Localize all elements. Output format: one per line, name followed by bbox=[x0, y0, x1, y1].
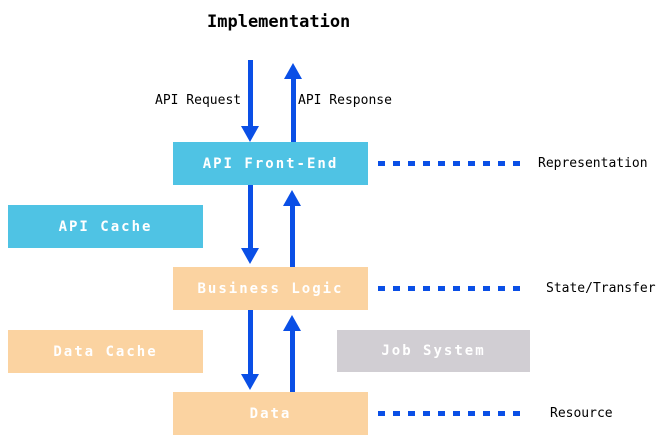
arrow-head bbox=[284, 63, 302, 79]
arrow-head bbox=[241, 374, 259, 390]
frontend-to-logic-down-arrow-icon bbox=[241, 185, 259, 264]
arrow-head bbox=[241, 126, 259, 142]
api-front-end-box: API Front-End bbox=[173, 142, 368, 185]
api-response-up-arrow-icon bbox=[284, 63, 302, 142]
diagram-title: Implementation bbox=[207, 12, 351, 32]
data-box: Data bbox=[173, 392, 368, 435]
layer-label-state-transfer: State/Transfer bbox=[546, 281, 656, 296]
api-request-label: API Request bbox=[155, 93, 242, 108]
arrow-shaft bbox=[247, 310, 253, 374]
job-system-box: Job System bbox=[337, 330, 530, 372]
layer-label-representation: Representation bbox=[538, 156, 648, 171]
arrow-shaft bbox=[289, 206, 295, 267]
arrow-shaft bbox=[247, 60, 253, 126]
api-request-down-arrow-icon bbox=[241, 60, 259, 142]
dashed-line-icon bbox=[378, 161, 520, 166]
layer-label-resource: Resource bbox=[550, 406, 613, 421]
arrow-shaft bbox=[290, 79, 296, 142]
api-cache-box: API Cache bbox=[8, 205, 203, 248]
business-logic-box: Business Logic bbox=[173, 267, 368, 310]
data-to-logic-up-arrow-icon bbox=[283, 315, 301, 392]
arrow-head bbox=[283, 315, 301, 331]
arrow-head bbox=[283, 190, 301, 206]
dashed-line-icon bbox=[378, 411, 520, 416]
dashed-line-icon bbox=[378, 286, 520, 291]
arrow-shaft bbox=[289, 331, 295, 392]
api-response-label: API Response bbox=[298, 93, 392, 108]
arrow-shaft bbox=[247, 185, 253, 248]
arrow-head bbox=[241, 248, 259, 264]
logic-to-frontend-up-arrow-icon bbox=[283, 190, 301, 267]
data-cache-box: Data Cache bbox=[8, 330, 203, 373]
logic-to-data-down-arrow-icon bbox=[241, 310, 259, 390]
